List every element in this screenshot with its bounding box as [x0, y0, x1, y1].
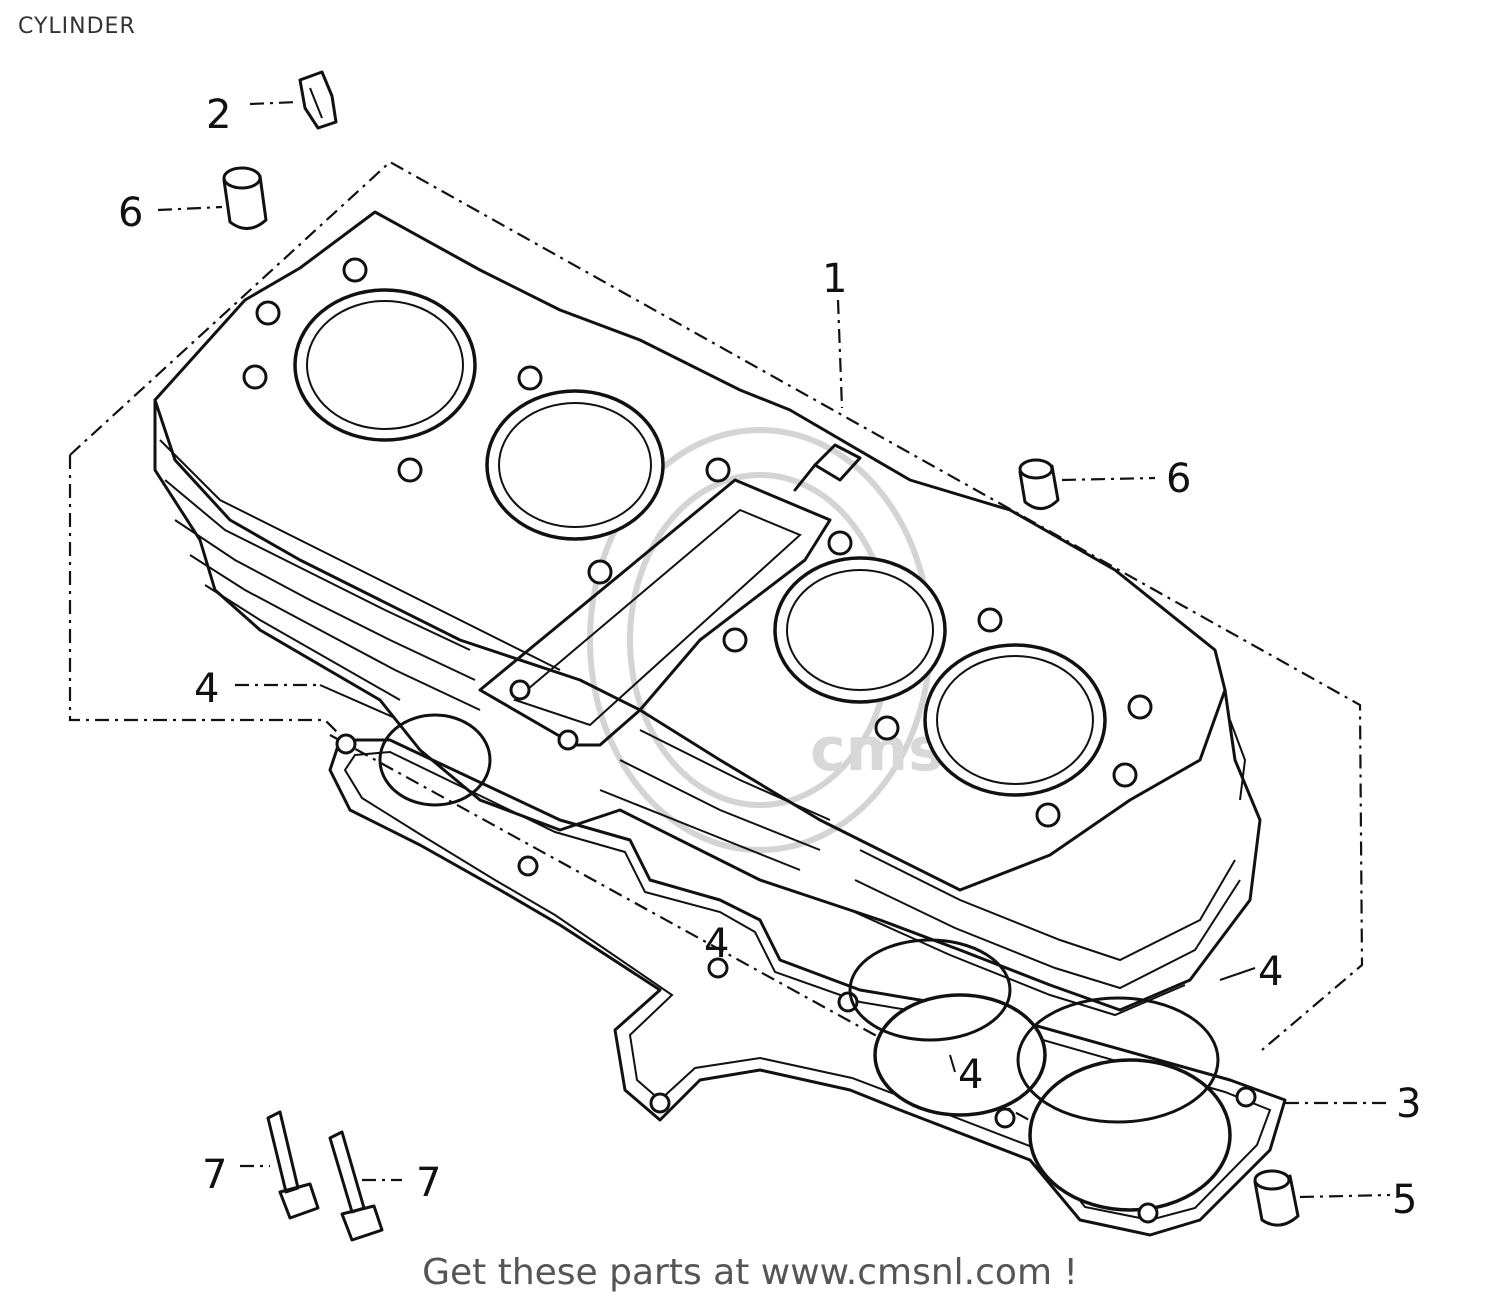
callout-4-right: 4: [1258, 949, 1283, 995]
callout-2: 2: [206, 92, 231, 138]
base-gasket: [328, 733, 1287, 1237]
dowel-pin-lower: [1253, 1169, 1300, 1227]
small-parts: [222, 70, 1300, 1242]
callout-3: 3: [1396, 1081, 1421, 1127]
footer-link-text[interactable]: Get these parts at www.cmsnl.com !: [422, 1252, 1078, 1293]
callout-6-upper: 6: [118, 190, 143, 236]
bolt-right: [328, 1130, 384, 1242]
watermark-logo: cms: [587, 427, 944, 853]
bolt-left: [266, 1110, 320, 1220]
dowel-pin-upper: [222, 166, 268, 230]
callout-6-right: 6: [1166, 456, 1191, 502]
callout-4-lower: 4: [958, 1052, 983, 1098]
callout-4-center: 4: [704, 921, 729, 967]
callout-7-right: 7: [416, 1160, 441, 1206]
cylinder-block: [153, 210, 1262, 1017]
leader-lines: [157, 100, 1392, 1199]
callout-4-left: 4: [194, 666, 219, 712]
callout-1: 1: [822, 256, 847, 302]
page-title: CYLINDER: [18, 14, 136, 39]
callout-7-left: 7: [202, 1152, 227, 1198]
dowel-pin-right: [1018, 458, 1060, 510]
callout-5: 5: [1392, 1177, 1417, 1223]
o-rings: [378, 713, 1220, 1124]
callout-labels: 2 6 1 6 4 4 4 4 3 5 7 7: [118, 92, 1421, 1223]
